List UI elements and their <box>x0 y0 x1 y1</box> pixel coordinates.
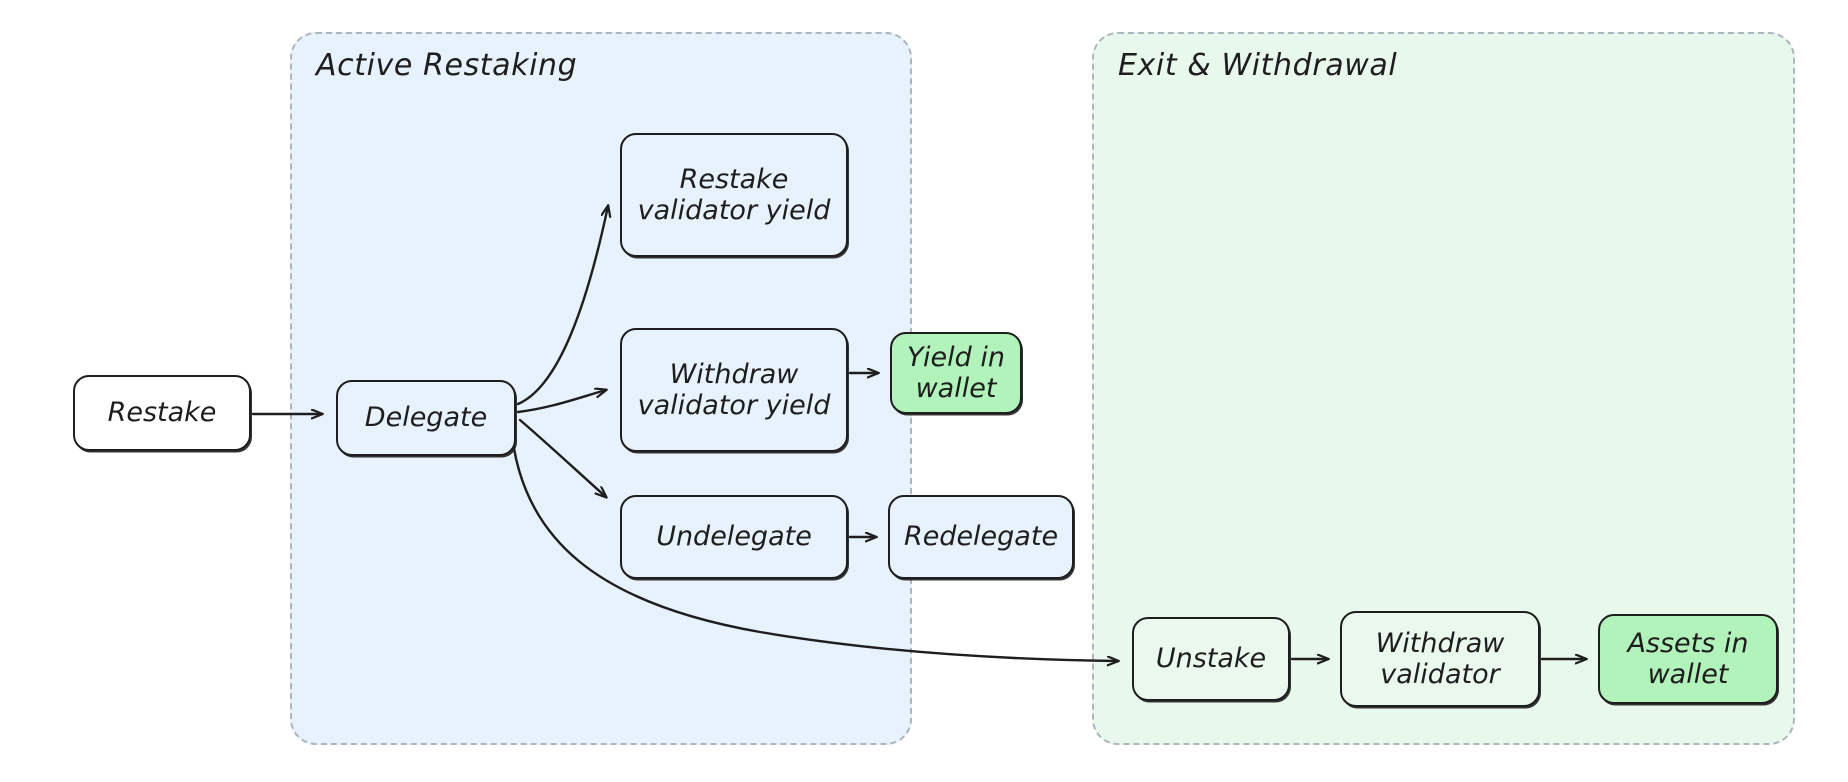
node-restake[interactable]: Restake <box>73 375 251 451</box>
node-assets-in-wallet-label: Assets in wallet <box>1627 627 1749 690</box>
node-undelegate[interactable]: Undelegate <box>620 495 848 579</box>
node-restake-validator-yield-label: Restake validator yield <box>637 163 831 226</box>
node-yield-in-wallet[interactable]: Yield in wallet <box>890 332 1022 414</box>
node-undelegate-label: Undelegate <box>656 521 812 553</box>
node-assets-in-wallet[interactable]: Assets in wallet <box>1598 614 1778 704</box>
node-yield-in-wallet-label: Yield in wallet <box>907 341 1005 404</box>
node-unstake-label: Unstake <box>1155 643 1267 675</box>
node-withdraw-validator-label: Withdraw validator <box>1375 627 1505 690</box>
node-restake-label: Restake <box>107 397 217 429</box>
node-withdraw-validator-yield-label: Withdraw validator yield <box>637 358 831 421</box>
node-delegate[interactable]: Delegate <box>336 380 516 456</box>
node-delegate-label: Delegate <box>364 402 488 434</box>
group-label-active-restaking: Active Restaking <box>316 48 578 83</box>
node-withdraw-validator[interactable]: Withdraw validator <box>1340 611 1540 707</box>
node-unstake[interactable]: Unstake <box>1132 617 1290 701</box>
group-label-exit-withdrawal: Exit & Withdrawal <box>1118 48 1398 83</box>
node-withdraw-validator-yield[interactable]: Withdraw validator yield <box>620 328 848 452</box>
node-redelegate-label: Redelegate <box>903 521 1059 553</box>
node-redelegate[interactable]: Redelegate <box>888 495 1074 579</box>
node-restake-validator-yield[interactable]: Restake validator yield <box>620 133 848 257</box>
